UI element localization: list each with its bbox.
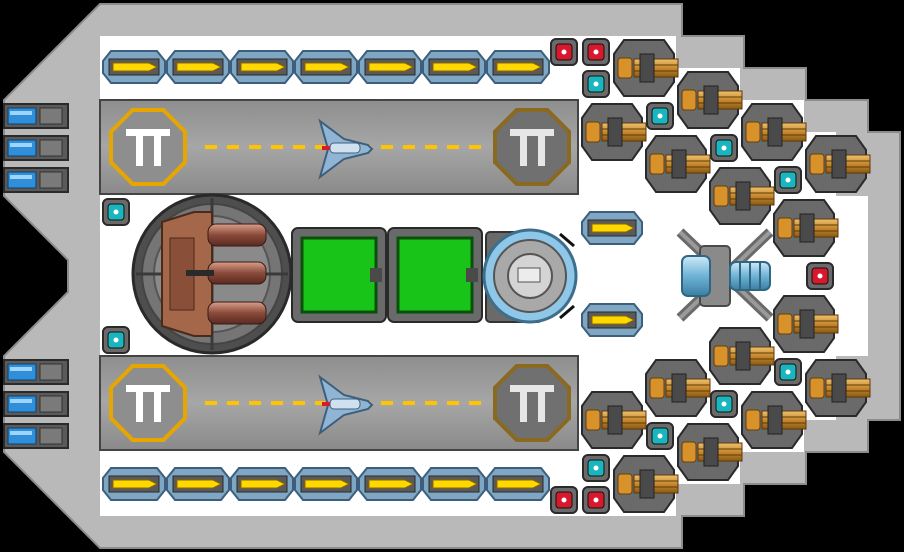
pi-glyph-icon — [126, 129, 170, 166]
gatling-cannon-icon[interactable] — [773, 199, 839, 257]
thruster-icon[interactable] — [3, 423, 69, 449]
missile-launcher-icon[interactable] — [422, 50, 486, 84]
missile-launcher-icon[interactable] — [230, 467, 294, 501]
power-node-icon[interactable] — [582, 38, 610, 66]
gatling-cannon-icon[interactable] — [613, 455, 679, 513]
missile-launcher-icon[interactable] — [102, 467, 166, 501]
shield-node-icon[interactable] — [102, 198, 130, 226]
missile-launcher-icon[interactable] — [102, 50, 166, 84]
gatling-cannon-icon[interactable] — [741, 103, 807, 161]
gatling-cannon-icon[interactable] — [805, 359, 871, 417]
power-node-icon[interactable] — [550, 38, 578, 66]
missile-launcher-icon[interactable] — [486, 50, 550, 84]
reactor-icon[interactable] — [291, 227, 387, 323]
shield-node-icon[interactable] — [646, 102, 674, 130]
shield-node-icon[interactable] — [646, 422, 674, 450]
launch-pad-right[interactable] — [493, 364, 571, 442]
hangar-bottom — [99, 355, 579, 451]
thruster-icon[interactable] — [3, 391, 69, 417]
missile-launcher-icon[interactable] — [581, 211, 643, 245]
engine-icon[interactable] — [676, 228, 774, 322]
missile-launcher-icon[interactable] — [486, 467, 550, 501]
thruster-icon[interactable] — [3, 135, 69, 161]
missile-launcher-icon[interactable] — [294, 467, 358, 501]
fighter-icon[interactable] — [318, 118, 374, 180]
gatling-cannon-icon[interactable] — [613, 39, 679, 97]
missile-rack-bottom — [102, 467, 550, 501]
missile-launcher-icon[interactable] — [422, 467, 486, 501]
reactor-icon[interactable] — [387, 227, 483, 323]
gatling-cannon-icon[interactable] — [709, 167, 775, 225]
system-nodes — [102, 38, 834, 514]
side-modules-left — [3, 103, 69, 449]
gatling-cannon-icon[interactable] — [677, 423, 743, 481]
missile-rack-top — [102, 50, 550, 84]
hangar-top — [99, 99, 579, 195]
missile-launcher-icon[interactable] — [166, 50, 230, 84]
gatling-cannon-icon[interactable] — [645, 135, 711, 193]
launch-pad-left[interactable] — [109, 364, 187, 442]
shield-node-icon[interactable] — [774, 358, 802, 386]
pi-glyph-icon — [510, 385, 554, 422]
power-node-icon[interactable] — [806, 262, 834, 290]
missile-launcher-icon[interactable] — [581, 303, 643, 337]
gatling-cannon-icon[interactable] — [773, 295, 839, 353]
fighter-icon[interactable] — [318, 374, 374, 436]
thruster-icon[interactable] — [3, 167, 69, 193]
gatling-cannon-icon[interactable] — [709, 327, 775, 385]
missile-launcher-icon[interactable] — [294, 50, 358, 84]
power-node-icon[interactable] — [582, 486, 610, 514]
shield-node-icon[interactable] — [582, 454, 610, 482]
command-dome-icon[interactable] — [482, 228, 578, 324]
missile-launcher-icon[interactable] — [358, 467, 422, 501]
shield-node-icon[interactable] — [710, 390, 738, 418]
pi-glyph-icon — [126, 385, 170, 422]
shield-node-icon[interactable] — [710, 134, 738, 162]
thruster-icon[interactable] — [3, 103, 69, 129]
heavy-cannon-turret-icon[interactable] — [131, 193, 293, 355]
gatling-cannon-array — [581, 39, 871, 513]
gatling-cannon-icon[interactable] — [645, 359, 711, 417]
gatling-cannon-icon[interactable] — [581, 391, 647, 449]
gatling-cannon-icon[interactable] — [581, 103, 647, 161]
thruster-icon[interactable] — [3, 359, 69, 385]
shield-node-icon[interactable] — [102, 326, 130, 354]
shield-node-icon[interactable] — [774, 166, 802, 194]
gatling-cannon-icon[interactable] — [677, 71, 743, 129]
missile-launcher-icon[interactable] — [230, 50, 294, 84]
gatling-cannon-icon[interactable] — [741, 391, 807, 449]
reactor-bay — [291, 227, 483, 323]
power-node-icon[interactable] — [550, 486, 578, 514]
launch-pad-right[interactable] — [493, 108, 571, 186]
missile-launcher-icon[interactable] — [358, 50, 422, 84]
missile-launcher-icon[interactable] — [166, 467, 230, 501]
launch-pad-left[interactable] — [109, 108, 187, 186]
forward-missile-pods — [581, 211, 643, 337]
shield-node-icon[interactable] — [582, 70, 610, 98]
gatling-cannon-icon[interactable] — [805, 135, 871, 193]
pi-glyph-icon — [510, 129, 554, 166]
